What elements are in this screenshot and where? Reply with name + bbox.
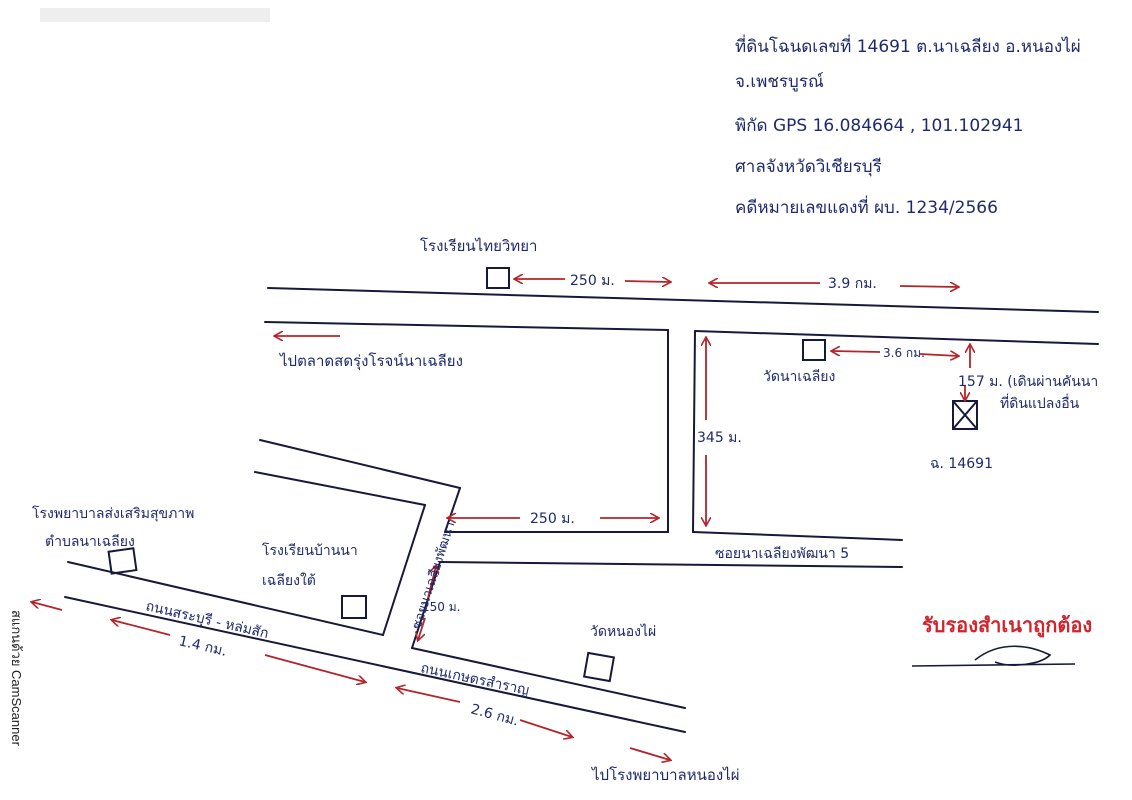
scan-smudge bbox=[40, 8, 270, 22]
temple-nongphai-box bbox=[582, 651, 616, 683]
saraburi-road-upper bbox=[67, 561, 384, 636]
label-market: ไปตลาดสดรุ่งโรจน์นาเฉลียง bbox=[279, 352, 463, 371]
roads bbox=[64, 287, 1099, 733]
diag-road-lower bbox=[254, 471, 426, 506]
stamp-text: รับรองสำเนาถูกต้อง bbox=[922, 613, 1092, 639]
diag-soi-left-edge bbox=[382, 504, 426, 636]
soi5-upper-edge-right bbox=[692, 531, 903, 541]
distance-3-9: 3.9 กม. bbox=[828, 276, 877, 292]
label-plot-note-2: ที่ดินแปลงอื่น bbox=[1000, 394, 1080, 412]
label-school-bottom-1: โรงเรียนบ้านนา bbox=[262, 542, 358, 559]
label-school-bottom-2: เฉลียงใต้ bbox=[262, 572, 316, 589]
certification-stamp: รับรองสำเนาถูกต้อง bbox=[911, 613, 1092, 667]
header-line-4: ศาลจังหวัดวิเชียรบุรี bbox=[735, 157, 882, 177]
signature-line bbox=[911, 663, 1076, 667]
soi-right-edge bbox=[692, 330, 696, 533]
distance-1-4: 1.4 กม. bbox=[177, 633, 228, 660]
hospital-box bbox=[107, 547, 138, 575]
label-hospital-1: โรงพยาบาลส่งเสริมสุขภาพ bbox=[32, 505, 194, 522]
header-line-5: คดีหมายเลขแดงที่ ผบ. 1234/2566 bbox=[735, 195, 998, 218]
landmark-boxes bbox=[107, 267, 978, 683]
header-line-2: จ.เพชรบูรณ์ bbox=[735, 72, 824, 92]
distance-250-mid: 250 ม. bbox=[530, 511, 575, 527]
top-road-lower-edge-right bbox=[694, 330, 1099, 345]
distance-3-6: 3.6 กม. bbox=[883, 346, 925, 360]
header-line-3: พิกัด GPS 16.084664 , 101.102941 bbox=[735, 116, 1023, 136]
plot-marker bbox=[952, 400, 978, 430]
saraburi-road-lower bbox=[64, 596, 686, 733]
distance-345: 345 ม. bbox=[697, 430, 742, 446]
top-road-upper-edge bbox=[267, 287, 1099, 313]
label-temple-nongphai: วัดหนองไผ่ bbox=[590, 623, 656, 640]
header-line-1: ที่ดินโฉนดเลขที่ 14691 ต.นาเฉลียง อ.หนอง… bbox=[735, 34, 1081, 57]
distance-2-6: 2.6 กม. bbox=[469, 701, 520, 729]
distance-250-small: 250 ม. bbox=[422, 600, 460, 614]
landmark-labels: โรงเรียนไทยวิทยา ไปตลาดสดรุ่งโรจน์นาเฉลี… bbox=[32, 237, 1098, 784]
label-hospital-2: ตำบลนาเฉลียง bbox=[45, 534, 135, 550]
label-school-top: โรงเรียนไทยวิทยา bbox=[420, 237, 537, 255]
diag-road-upper bbox=[259, 439, 461, 489]
distance-250-top: 250 ม. bbox=[570, 273, 615, 289]
distance-arrows bbox=[32, 279, 970, 760]
label-road-kasetsamran: ถนนเกษตรสำราญ bbox=[419, 660, 530, 699]
kasetsamran-road-upper bbox=[411, 647, 686, 709]
label-temple-nachaliang: วัดนาเฉลียง bbox=[763, 369, 835, 385]
camscanner-watermark: สแกนด้วย CamScanner bbox=[9, 610, 24, 747]
label-plot-note-1: 157 ม. (เดินผ่านคันนา bbox=[958, 374, 1098, 390]
label-soi-horizontal: ซอยนาเฉลียงพัฒนา 5 bbox=[715, 546, 849, 562]
soi5-lower-edge bbox=[439, 561, 903, 568]
label-to-hospital: ไปโรงพยาบาลหนองไผ่ bbox=[591, 766, 740, 784]
temple-nachaliang-box bbox=[802, 339, 826, 361]
school-bottom-box bbox=[341, 595, 367, 619]
school-top-box bbox=[486, 267, 510, 289]
header-block: ที่ดินโฉนดเลขที่ 14691 ต.นาเฉลียง อ.หนอง… bbox=[735, 34, 1081, 218]
label-soi-vertical: ซอยนาเฉลียงพัฒนา bbox=[409, 520, 459, 632]
diag-soi-right-edge-top bbox=[444, 487, 461, 533]
label-plot-id: ฉ. 14691 bbox=[930, 456, 993, 472]
signature bbox=[974, 645, 1052, 666]
top-road-lower-edge-left bbox=[264, 321, 669, 331]
